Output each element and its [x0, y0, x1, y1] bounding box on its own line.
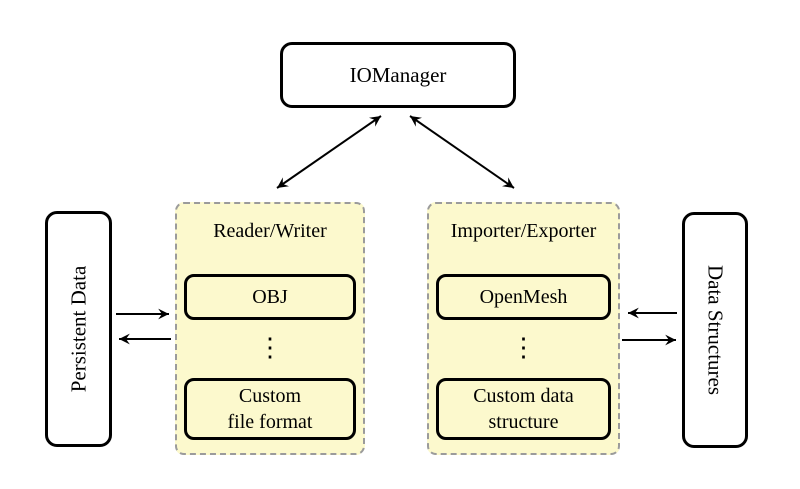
iomanager-label: IOManager — [349, 62, 447, 87]
iomanager-node: IOManager — [280, 42, 516, 108]
importer-exporter-group: Importer/Exporter OpenMesh ⋮ Custom data… — [427, 202, 620, 455]
openmesh-node: OpenMesh — [436, 274, 611, 320]
vertical-ellipsis: ⋮ — [257, 333, 283, 362]
persistent-data-node: Persistent Data — [45, 211, 112, 447]
custom-data-structure-label: Custom data structure — [473, 385, 574, 433]
persistent-data-label: Persistent Data — [66, 265, 90, 393]
obj-label: OBJ — [252, 286, 288, 308]
custom-file-format-label: Custom file format — [227, 385, 313, 433]
vertical-ellipsis: ⋮ — [510, 333, 537, 362]
reader-writer-label: Reader/Writer — [213, 220, 327, 242]
arrow-iomanager-readerwriter — [276, 115, 382, 189]
importer-exporter-label: Importer/Exporter — [450, 220, 597, 242]
custom-file-format-node: Custom file format — [184, 378, 356, 440]
arrow-iomanager-importerexporter — [409, 115, 515, 189]
reader-writer-group: Reader/Writer OBJ ⋮ Custom file format — [175, 202, 365, 455]
obj-node: OBJ — [184, 274, 356, 320]
custom-data-structure-node: Custom data structure — [436, 378, 611, 440]
data-structures-label: Data Structures — [703, 264, 728, 396]
openmesh-label: OpenMesh — [479, 286, 568, 308]
data-structures-node: Data Structures — [682, 212, 748, 448]
